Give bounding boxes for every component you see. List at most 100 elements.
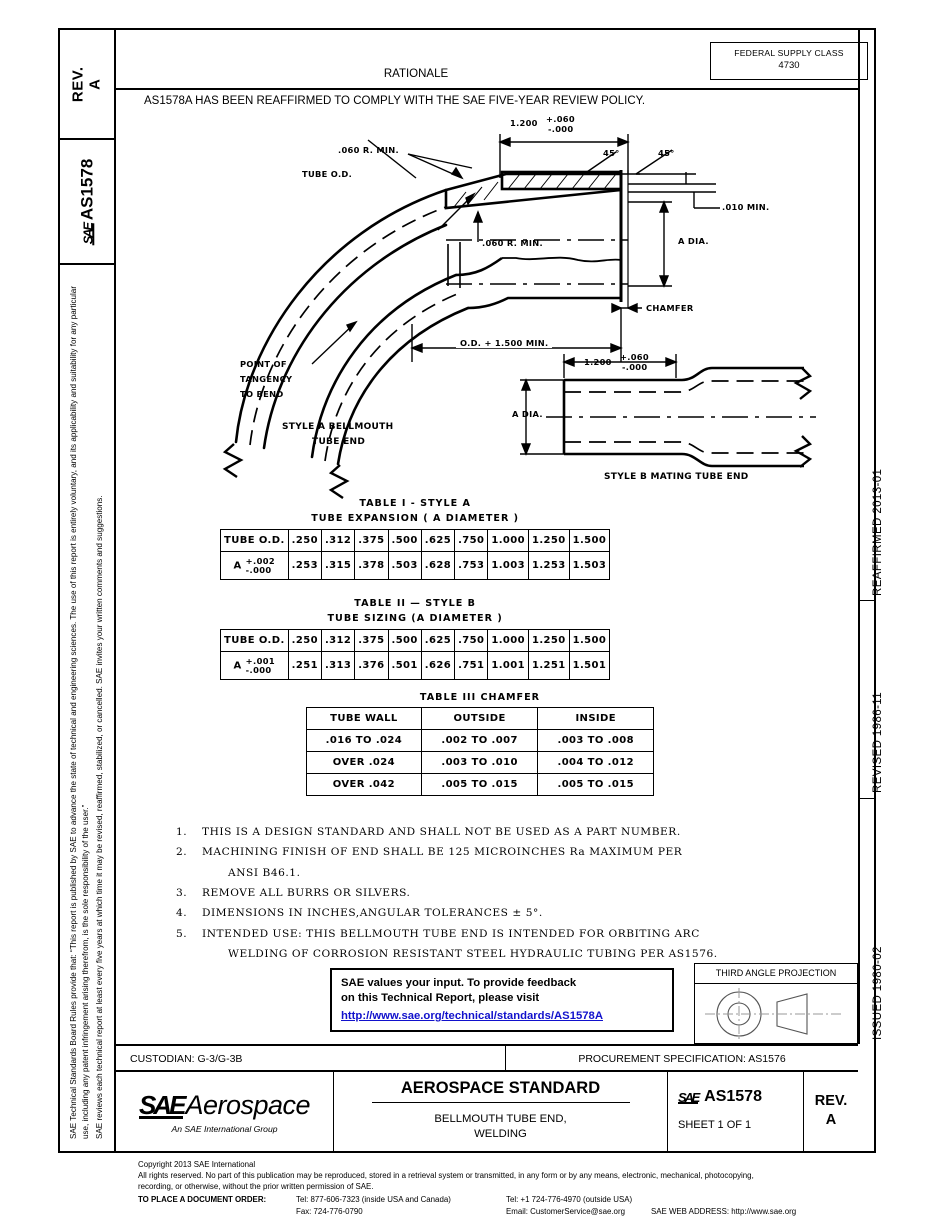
tol-plus: +.001 (245, 656, 276, 666)
table-3: TUBE WALL OUTSIDE INSIDE .016 TO .024 .0… (306, 707, 654, 796)
cell: .250 (287, 529, 322, 552)
date-divider-1 (858, 600, 876, 601)
cell: .500 (387, 529, 422, 552)
order-label: TO PLACE A DOCUMENT ORDER: (138, 1194, 267, 1204)
sae-logo-icon: SAE (79, 223, 95, 244)
label-b-a-dia: A DIA. (512, 409, 543, 419)
fsc-label: FEDERAL SUPPLY CLASS (734, 48, 844, 58)
cell: .003 TO .010 (420, 751, 539, 774)
fsc-value: 4730 (778, 60, 800, 71)
cell: .315 (320, 550, 356, 581)
revision-label: REV. (69, 66, 87, 102)
cell: 1.000 (487, 629, 529, 652)
document-number: AS1578 (77, 158, 97, 220)
revision-box: REV. A (60, 30, 116, 140)
table-1-subtitle: TUBE EXPANSION ( A DIAMETER ) (311, 513, 520, 524)
label-od-1500-min: O.D. + 1.500 MIN. (456, 338, 553, 348)
caption-style-a-2: TUBE END (312, 437, 366, 447)
sheet-number: SHEET 1 OF 1 (678, 1119, 752, 1131)
title-divider (371, 1102, 630, 1103)
table-row: A+.001-.000 .251 .313 .376 .501 .626 .75… (220, 650, 611, 681)
label-dim-1200: 1.200 (510, 118, 538, 128)
tol-minus: -.000 (245, 664, 272, 675)
table-row: .016 TO .024 .002 TO .007 .003 TO .008 (306, 729, 654, 752)
caption-style-b: STYLE B MATING TUBE END (604, 472, 749, 482)
sae-logo-icon: SAE (678, 1089, 700, 1105)
logo-subtitle: An SAE International Group (171, 1123, 278, 1134)
cell: .375 (354, 529, 389, 552)
table-2-title: TABLE II — STYLE B (354, 598, 476, 609)
legal-paragraph-1: SAE Technical Standards Board Rules prov… (69, 285, 90, 1139)
cell: .625 (420, 629, 456, 652)
note-number: 4. (176, 907, 188, 920)
cell: .016 TO .024 (306, 729, 422, 752)
note-text: INTENDED USE: THIS BELLMOUTH TUBE END IS… (202, 927, 700, 940)
legal-paragraph-2: SAE reviews each technical report at lea… (95, 495, 104, 1139)
notes-list: 1.THIS IS A DESIGN STANDARD AND SHALL NO… (176, 822, 816, 964)
note-text: DIMENSIONS IN INCHES,ANGULAR TOLERANCES … (202, 907, 543, 920)
note-item: 1.THIS IS A DESIGN STANDARD AND SHALL NO… (176, 822, 816, 842)
cell: .004 TO .012 (537, 751, 654, 774)
title-field: AEROSPACE STANDARD BELLMOUTH TUBE END, W… (334, 1072, 668, 1151)
third-angle-projection-box: THIRD ANGLE PROJECTION (694, 963, 858, 1044)
label-tangency: TANGENCY (240, 374, 293, 384)
row2-label-text: A (233, 660, 242, 672)
label-b-dim-1200: 1.200 (584, 357, 612, 367)
date-divider-2 (858, 798, 876, 799)
titleblock-doc-number: AS1578 (704, 1088, 762, 1105)
cell: .251 (287, 650, 322, 681)
note-number: 3. (176, 886, 188, 899)
feedback-line-2: on this Technical Report, please visit (341, 992, 540, 1005)
title-subtitle-2: WELDING (474, 1128, 527, 1141)
date-reaffirmed: REAFFIRMED 2013-01 (872, 468, 884, 596)
label-060-r-min-2: .060 R. MIN. (482, 238, 543, 248)
cell: .378 (354, 550, 389, 581)
legal-notice-strip: SAE Technical Standards Board Rules prov… (60, 265, 116, 1151)
cell: .003 TO .008 (537, 729, 654, 752)
cell: .751 (454, 650, 489, 681)
label-chamfer: CHAMFER (646, 303, 694, 313)
copyright-line-1: Copyright 2013 SAE International (138, 1160, 256, 1169)
tol-plus: +.002 (245, 556, 276, 566)
order-label-spacer (138, 1206, 296, 1217)
projection-symbol-icon (705, 988, 841, 1040)
feedback-box: SAE values your input. To provide feedba… (330, 968, 674, 1032)
table-row: OVER .042 .005 TO .015 .005 TO .015 (306, 773, 654, 796)
table-3-title: TABLE III CHAMFER (419, 692, 541, 703)
table-1: TUBE O.D. .250 .312 .375 .500 .625 .750 … (220, 529, 611, 581)
note-item: 2.MACHINING FINISH OF END SHALL BE 125 M… (176, 842, 816, 862)
table-2-wrap: TABLE II — STYLE B TUBE SIZING (A DIAMET… (220, 598, 611, 681)
note-item: 3. REMOVE ALL BURRS OR SILVERS. (176, 883, 816, 903)
note-text: REMOVE ALL BURRS OR SILVERS. (202, 886, 411, 899)
note-item: 4. DIMENSIONS IN INCHES,ANGULAR TOLERANCE… (176, 903, 816, 923)
feedback-line-1: SAE values your input. To provide feedba… (341, 977, 577, 989)
date-revised: REVISED 1986-11 (872, 691, 884, 793)
table-3-header: TUBE WALL (306, 707, 422, 730)
email-address: Email: CustomerService@sae.org (506, 1206, 625, 1216)
header-divider (116, 88, 858, 90)
rationale-title: RATIONALE (383, 68, 449, 80)
cell: OVER .042 (306, 773, 422, 796)
cell: .253 (287, 550, 322, 581)
cell: .375 (354, 629, 389, 652)
note-text: MACHINING FINISH OF END SHALL BE 125 MIC… (202, 846, 683, 859)
drawing-outer-frame (58, 28, 876, 1153)
table-3-header: INSIDE (537, 707, 654, 730)
label-to-bend: TO BEND (240, 389, 284, 399)
cell: 1.253 (527, 550, 570, 581)
table-1-row1-label: TUBE O.D. (220, 529, 289, 552)
tel-outside: Tel: +1 724-776-4970 (outside USA) (506, 1194, 633, 1204)
cell: 1.003 (487, 550, 529, 581)
note-number: 1. (176, 826, 188, 838)
cell: 1.251 (527, 650, 570, 681)
date-issued: ISSUED 1980-02 (872, 946, 884, 1040)
cell: .500 (387, 629, 422, 652)
copyright-footer: Copyright 2013 SAE International All rig… (138, 1159, 878, 1217)
cell: 1.503 (568, 550, 611, 581)
feedback-link[interactable]: http://www.sae.org/technical/standards/A… (341, 1010, 603, 1023)
table-row: TUBE WALL OUTSIDE INSIDE (306, 707, 654, 730)
style-a-drawing-svg (222, 134, 720, 499)
note-continuation: ANSI B46.1. (228, 866, 301, 879)
table-1-row2-label: A+.002-.000 (220, 550, 289, 581)
